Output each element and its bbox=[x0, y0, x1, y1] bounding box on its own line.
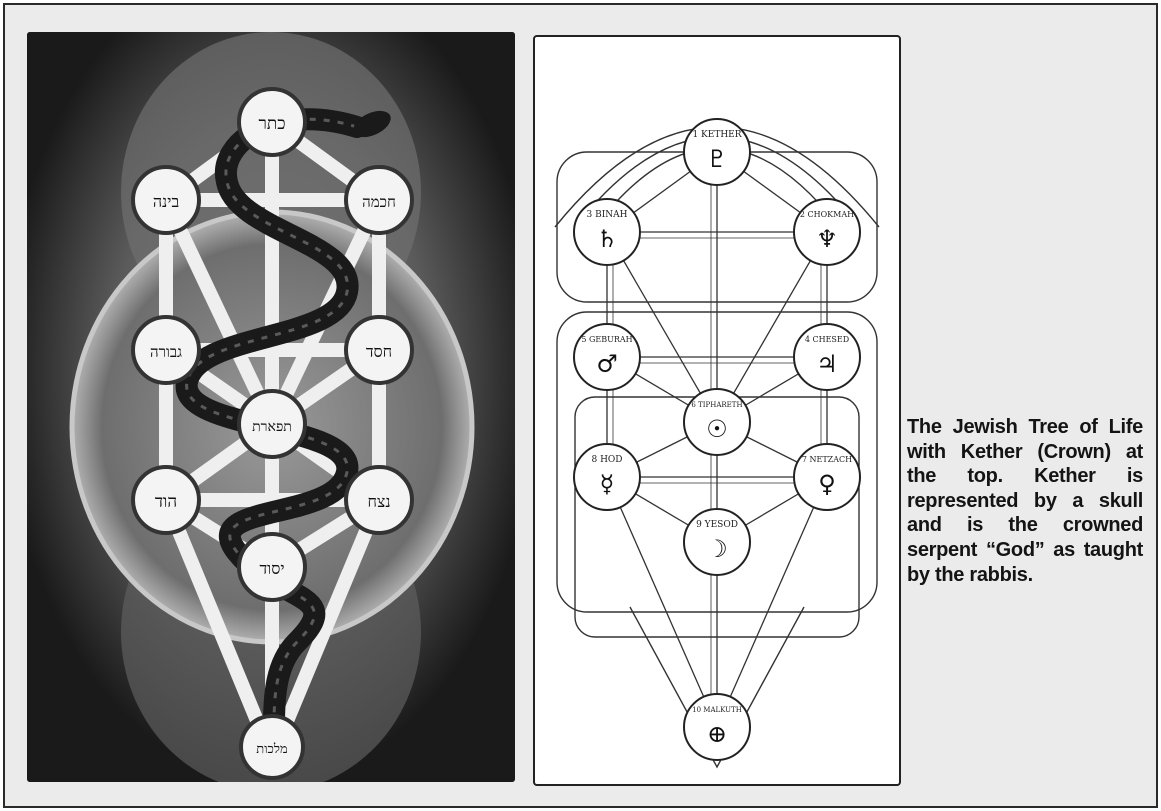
sephira-hod-node: 8 HOD ☿ bbox=[574, 444, 640, 510]
svg-text:♀: ♀ bbox=[818, 470, 836, 498]
svg-text:7 NETZACH: 7 NETZACH bbox=[802, 455, 852, 464]
sephira-geburah: גבורה bbox=[133, 317, 199, 383]
svg-text:תפארת: תפארת bbox=[252, 419, 292, 435]
tree-of-life-planetary-diagram: 1 KETHER ♇ 3 BINAH ♄ 2 CHOKMAH ♆ 5 GEBUR… bbox=[533, 35, 901, 786]
sephira-hod: הוד bbox=[133, 467, 199, 533]
sephira-tiphareth-node: 6 TIPHARETH ☉ bbox=[684, 389, 750, 455]
sephira-chesed-node: 4 CHESED ♃ bbox=[794, 324, 860, 390]
svg-text:9 YESOD: 9 YESOD bbox=[696, 520, 738, 530]
sephira-chokmah-node: 2 CHOKMAH ♆ bbox=[794, 199, 860, 265]
svg-text:חסד: חסד bbox=[366, 342, 392, 361]
sephira-malkuth: מלכות bbox=[241, 716, 303, 778]
sephira-geburah-node: 5 GEBURAH ♂ bbox=[574, 324, 640, 390]
sephira-chokmah: חכמה bbox=[346, 167, 412, 233]
sephira-malkuth-node: 10 MALKUTH ⊕ bbox=[684, 694, 750, 760]
svg-text:גבורה: גבורה bbox=[150, 343, 182, 361]
svg-text:⊕: ⊕ bbox=[707, 720, 727, 748]
svg-text:♂: ♂ bbox=[596, 350, 618, 378]
svg-text:8 HOD: 8 HOD bbox=[591, 455, 622, 465]
svg-text:♃: ♃ bbox=[816, 350, 838, 378]
svg-text:3 BINAH: 3 BINAH bbox=[587, 210, 628, 220]
sephira-kether-node: 1 KETHER ♇ bbox=[684, 119, 750, 185]
svg-text:הוד: הוד bbox=[155, 492, 177, 512]
image-caption: The Jewish Tree of Life with Kether (Cro… bbox=[907, 415, 1143, 587]
svg-text:מלכות: מלכות bbox=[256, 742, 288, 757]
svg-text:2 CHOKMAH: 2 CHOKMAH bbox=[800, 210, 854, 219]
svg-text:1 KETHER: 1 KETHER bbox=[692, 130, 741, 140]
svg-text:בינה: בינה bbox=[153, 192, 180, 211]
svg-text:חכמה: חכמה bbox=[362, 193, 396, 211]
svg-text:☿: ☿ bbox=[600, 470, 615, 498]
sephira-yesod-node: 9 YESOD ☽ bbox=[684, 509, 750, 575]
svg-text:נצח: נצח bbox=[367, 492, 390, 511]
svg-text:♄: ♄ bbox=[596, 225, 618, 253]
svg-text:5 GEBURAH: 5 GEBURAH bbox=[581, 335, 632, 344]
sephira-binah: בינה bbox=[133, 167, 199, 233]
tree-of-life-serpent-illustration: כתר בינה חכמה גבורה חסד תפארת הוד נצח bbox=[27, 32, 515, 782]
sephira-tiphareth: תפארת bbox=[239, 391, 305, 457]
sephira-yesod: יסוד bbox=[239, 534, 305, 600]
sephira-chesed: חסד bbox=[346, 317, 412, 383]
svg-text:6 TIPHARETH: 6 TIPHARETH bbox=[691, 401, 742, 409]
svg-text:♇: ♇ bbox=[706, 145, 728, 173]
sephira-netzach-node: 7 NETZACH ♀ bbox=[794, 444, 860, 510]
sephira-binah-node: 3 BINAH ♄ bbox=[574, 199, 640, 265]
svg-text:כתר: כתר bbox=[258, 114, 285, 134]
svg-text:☉: ☉ bbox=[706, 415, 728, 443]
svg-text:יסוד: יסוד bbox=[259, 559, 284, 578]
svg-text:☽: ☽ bbox=[706, 535, 728, 563]
sephira-netzach: נצח bbox=[346, 467, 412, 533]
svg-text:♆: ♆ bbox=[816, 225, 838, 253]
svg-text:10 MALKUTH: 10 MALKUTH bbox=[692, 706, 742, 714]
svg-text:4 CHESED: 4 CHESED bbox=[805, 335, 849, 344]
sephira-kether: כתר bbox=[239, 89, 305, 155]
